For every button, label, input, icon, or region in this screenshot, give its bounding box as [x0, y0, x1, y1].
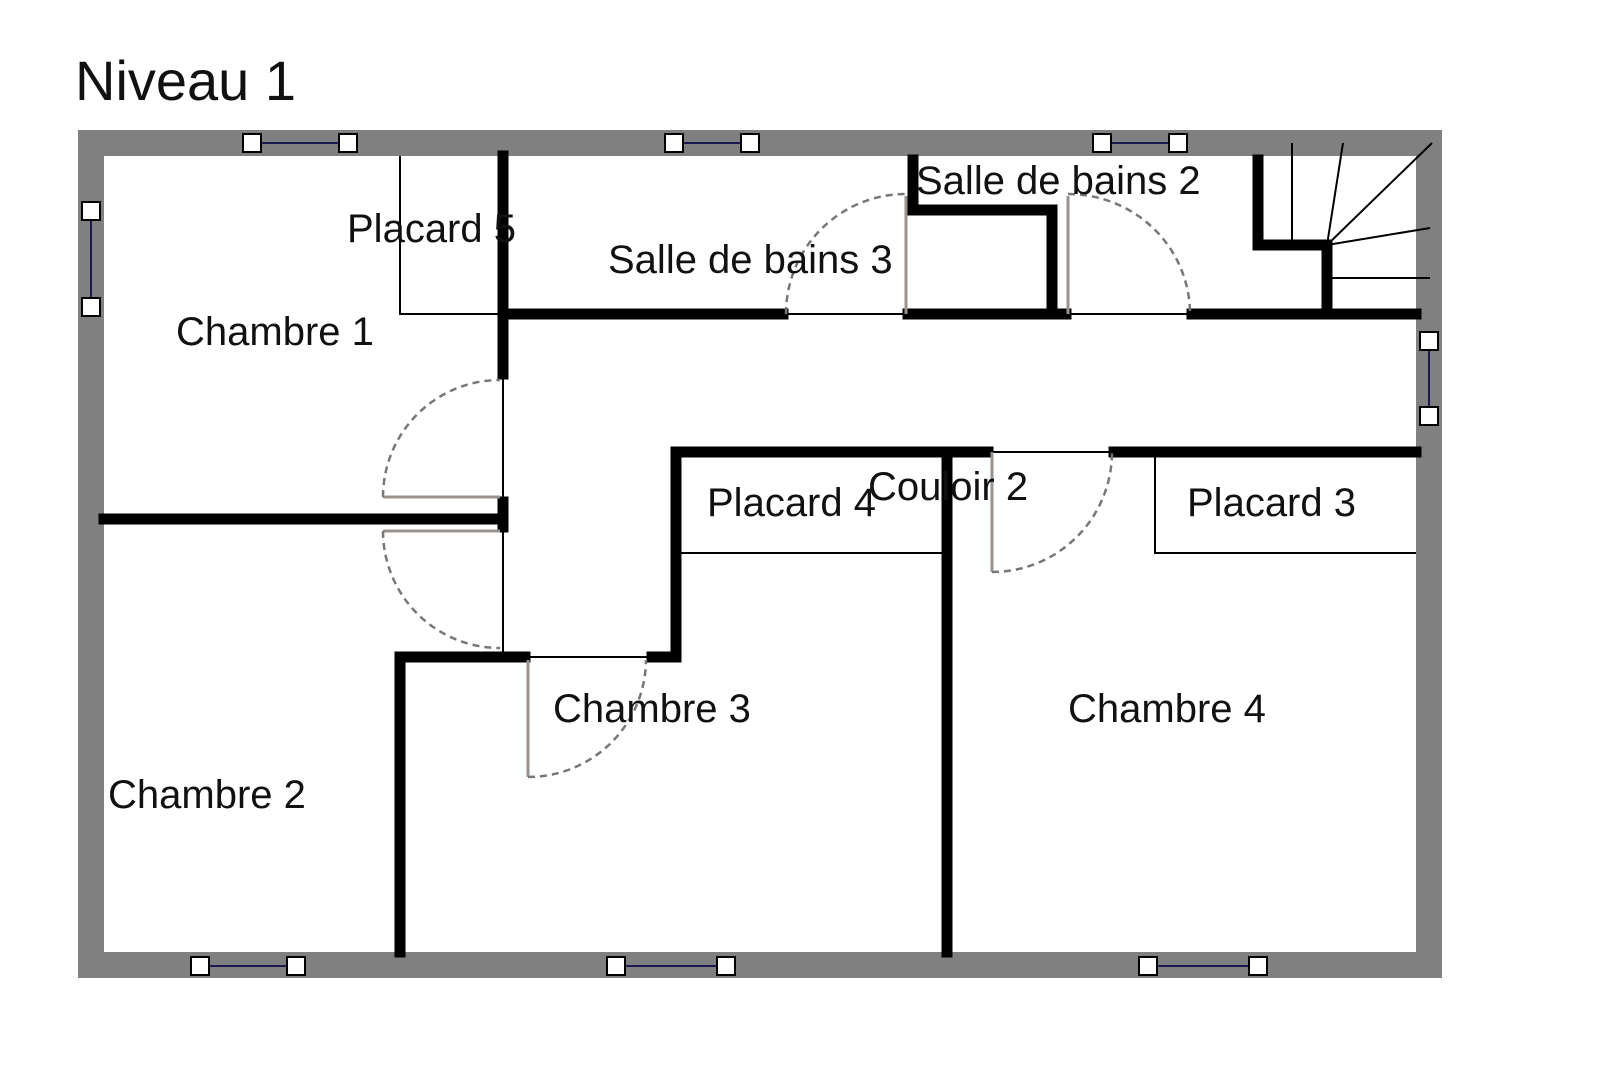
room-label-chambre-1: Chambre 1	[176, 310, 374, 354]
room-label-chambre-2: Chambre 2	[108, 773, 306, 817]
room-label-chambre-3: Chambre 3	[553, 687, 751, 731]
windows	[81, 133, 1439, 976]
room-label-salle-de-bains-2: Salle de bains 2	[916, 159, 1201, 203]
room-label-salle-de-bains-3: Salle de bains 3	[608, 238, 893, 282]
inner-walls	[98, 150, 1422, 958]
room-label-placard-5: Placard 5	[347, 207, 516, 251]
doors	[381, 192, 1192, 779]
room-labels: Chambre 1 Chambre 2 Chambre 3 Chambre 4 …	[108, 159, 1356, 817]
room-label-placard-3: Placard 3	[1187, 481, 1356, 525]
level-title: Niveau 1	[75, 49, 296, 112]
room-label-chambre-4: Chambre 4	[1068, 687, 1266, 731]
room-label-couloir-2: Couloir 2	[868, 465, 1028, 509]
room-label-placard-4: Placard 4	[707, 481, 876, 525]
stairs	[1291, 142, 1433, 279]
thin-partitions	[399, 156, 1416, 658]
